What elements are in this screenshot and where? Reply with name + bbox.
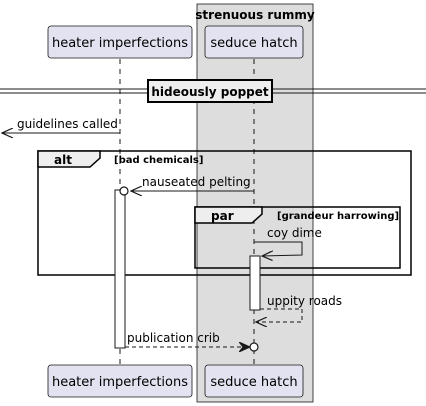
participant-heater-imperfections-bottom[interactable]: heater imperfections	[47, 364, 193, 398]
fragment-keyword: alt	[54, 153, 72, 167]
fragment-par: par [grandeur harrowing]	[194, 206, 401, 269]
box-title: strenuous rummy	[195, 8, 315, 22]
message-label: publication crib	[127, 331, 220, 345]
message-nauseated-pelting: nauseated pelting	[119, 175, 254, 195]
fragment-keyword: par	[211, 209, 234, 223]
message-label: guidelines called	[17, 117, 118, 131]
message-coy-dime: coy dime	[254, 226, 322, 256]
message-label: coy dime	[267, 226, 322, 240]
participant-label: heater imperfections	[52, 36, 188, 51]
fragment-alt: alt [bad chemicals]	[37, 150, 412, 276]
message-label: uppity roads	[267, 294, 342, 308]
activation-heater-imperfections	[114, 189, 126, 349]
participant-seduce-hatch-top[interactable]: seduce hatch	[204, 25, 304, 59]
fragment-guard: [bad chemicals]	[114, 155, 203, 166]
participant-label: heater imperfections	[52, 375, 188, 390]
participant-label: seduce hatch	[210, 375, 297, 390]
participant-seduce-hatch-bottom[interactable]: seduce hatch	[204, 364, 304, 398]
message-uppity-roads: uppity roads	[256, 294, 342, 322]
message-label: nauseated pelting	[142, 175, 251, 189]
divider-hideously-poppet: hideously poppet	[0, 79, 426, 103]
message-guidelines-called: guidelines called	[2, 117, 120, 133]
participant-box-strenuous-rummy: strenuous rummy	[195, 3, 315, 403]
activation-seduce-hatch	[249, 255, 261, 311]
participant-label: seduce hatch	[210, 36, 297, 51]
divider-label: hideously poppet	[151, 85, 269, 99]
participant-heater-imperfections-top[interactable]: heater imperfections	[47, 25, 193, 59]
message-publication-crib: publication crib	[125, 331, 259, 351]
fragment-guard: [grandeur harrowing]	[277, 211, 399, 222]
